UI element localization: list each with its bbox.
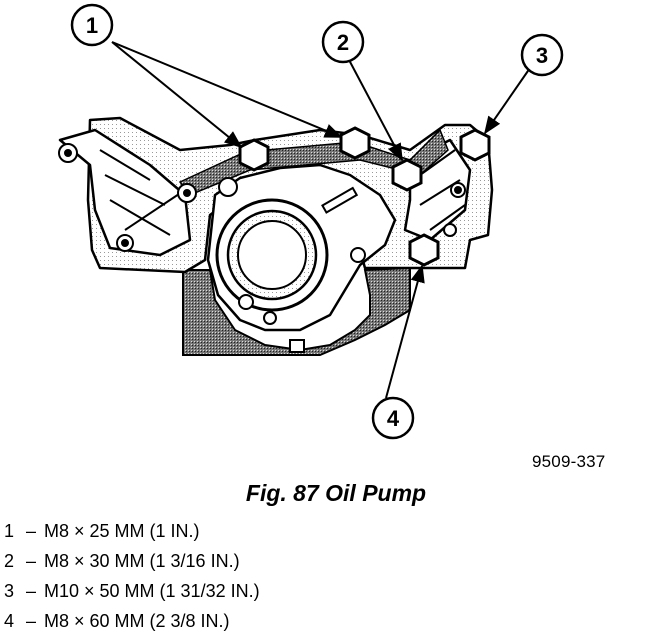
figure-id: 9509-337 [532, 452, 606, 471]
legend-item: 3–M10 × 50 MM (1 31/32 IN.) [4, 576, 260, 606]
legend-item: 1–M8 × 25 MM (1 IN.) [4, 516, 260, 546]
callout-4: 4 [371, 396, 415, 440]
legend-spec: M8 × 60 MM (2 3/8 IN.) [44, 611, 230, 631]
legend-item: 4–M8 × 60 MM (2 3/8 IN.) [4, 606, 260, 636]
legend-spec: M10 × 50 MM (1 31/32 IN.) [44, 581, 260, 601]
legend-number: 4 [4, 611, 15, 631]
legend-number: 2 [4, 551, 15, 571]
legend-item: 2–M8 × 30 MM (1 3/16 IN.) [4, 546, 260, 576]
callout-3-label: 3 [536, 43, 548, 68]
legend-separator: – [25, 611, 36, 631]
bolt-1b-icon [339, 126, 371, 160]
callout-3: 3 [520, 33, 564, 77]
bolt-1a-icon [238, 138, 270, 172]
pump-rotor [215, 198, 329, 312]
legend-number: 3 [4, 581, 15, 601]
leader-lines [111, 41, 531, 399]
lower-housing [182, 266, 411, 356]
bolt-legend: 1–M8 × 25 MM (1 IN.) 2–M8 × 30 MM (1 3/1… [4, 516, 260, 636]
legend-number: 1 [4, 521, 15, 541]
bolt-4-icon [408, 233, 440, 267]
bolt-3-icon [459, 128, 491, 162]
legend-separator: – [25, 581, 36, 601]
oil-pump-diagram: 1 2 3 4 [58, 3, 564, 440]
callout-2-label: 2 [337, 30, 349, 55]
callout-4-label: 4 [387, 406, 400, 431]
legend-separator: – [25, 521, 36, 541]
legend-spec: M8 × 30 MM (1 3/16 IN.) [44, 551, 240, 571]
callout-1: 1 [70, 3, 114, 47]
callout-2: 2 [321, 20, 365, 64]
callout-1-label: 1 [86, 13, 98, 38]
bolt-2-icon [391, 158, 423, 192]
legend-separator: – [25, 551, 36, 571]
pump-details [58, 143, 466, 353]
legend-spec: M8 × 25 MM (1 IN.) [44, 521, 200, 541]
figure-caption: Fig. 87 Oil Pump [245, 480, 427, 506]
